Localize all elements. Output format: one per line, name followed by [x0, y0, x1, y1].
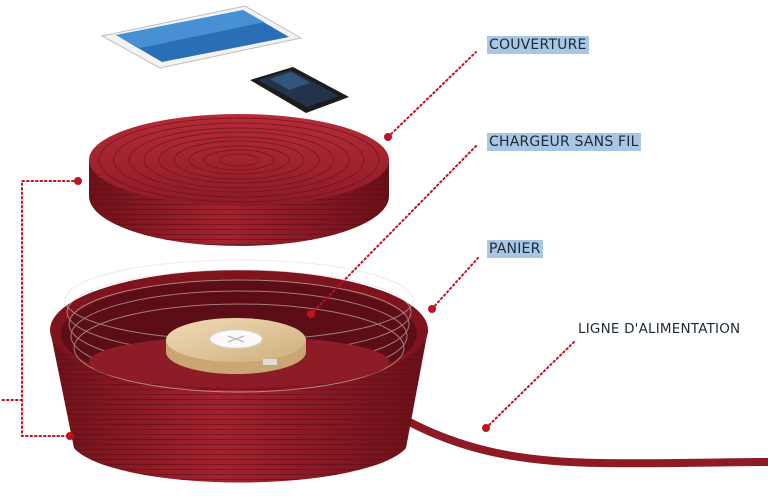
- power-cord: [398, 414, 768, 468]
- smartphone-image: [250, 67, 349, 113]
- leader-cover: [387, 51, 477, 138]
- label-wireless-charger: CHARGEUR SANS FIL: [487, 133, 641, 151]
- label-power-line: LIGNE D'ALIMENTATION: [578, 321, 741, 337]
- leader-basket: [431, 257, 479, 310]
- leader-power: [485, 341, 575, 429]
- cover-lid: [89, 114, 389, 246]
- leader-dots: [66, 133, 490, 440]
- leader-charger: [310, 145, 477, 315]
- wireless-charger: [166, 318, 306, 374]
- basket: [50, 259, 428, 483]
- label-cover: COUVERTURE: [487, 36, 589, 54]
- tablet-image: [100, 5, 303, 69]
- leader-bracket: [0, 180, 79, 437]
- leader-lines: [0, 51, 575, 437]
- label-basket: PANIER: [487, 240, 543, 258]
